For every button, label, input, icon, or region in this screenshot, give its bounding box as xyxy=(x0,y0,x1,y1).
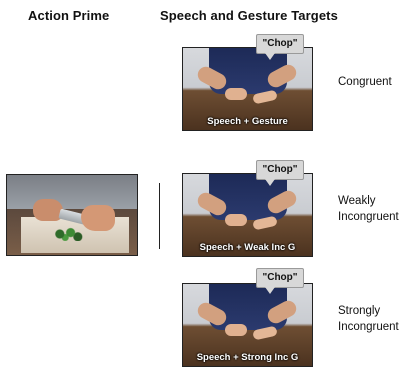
condition-label-strongly-incongruent: Strongly Incongruent xyxy=(338,303,399,335)
speaker-left-hand xyxy=(225,88,247,100)
target-photo-weakly-incongruent: Speech + Weak Inc G xyxy=(182,173,313,257)
speech-bubble: "Chop" xyxy=(256,268,304,288)
prime-shirt xyxy=(7,175,137,209)
chopped-greens xyxy=(49,227,85,241)
action-prime-heading: Action Prime xyxy=(28,8,109,23)
condition-label-line: Weakly xyxy=(338,193,399,209)
action-prime-photo xyxy=(6,174,138,256)
speaker-left-hand xyxy=(225,214,247,226)
target-caption: Speech + Weak Inc G xyxy=(183,242,312,253)
condition-label-line: Strongly xyxy=(338,303,399,319)
targets-heading: Speech and Gesture Targets xyxy=(160,8,338,23)
condition-label-line: Congruent xyxy=(338,74,392,90)
speech-bubble: "Chop" xyxy=(256,160,304,180)
speech-bubble: "Chop" xyxy=(256,34,304,54)
condition-label-weakly-incongruent: Weakly Incongruent xyxy=(338,193,399,225)
separator-line xyxy=(159,183,160,249)
speaker-left-hand xyxy=(225,324,247,336)
target-photo-strongly-incongruent: Speech + Strong Inc G xyxy=(182,283,313,367)
condition-label-line: Incongruent xyxy=(338,319,399,335)
target-photo-congruent: Speech + Gesture xyxy=(182,47,313,131)
target-caption: Speech + Strong Inc G xyxy=(183,352,312,363)
condition-label-line: Incongruent xyxy=(338,209,399,225)
condition-label-congruent: Congruent xyxy=(338,74,392,90)
target-caption: Speech + Gesture xyxy=(183,116,312,127)
prime-right-hand xyxy=(81,205,115,231)
